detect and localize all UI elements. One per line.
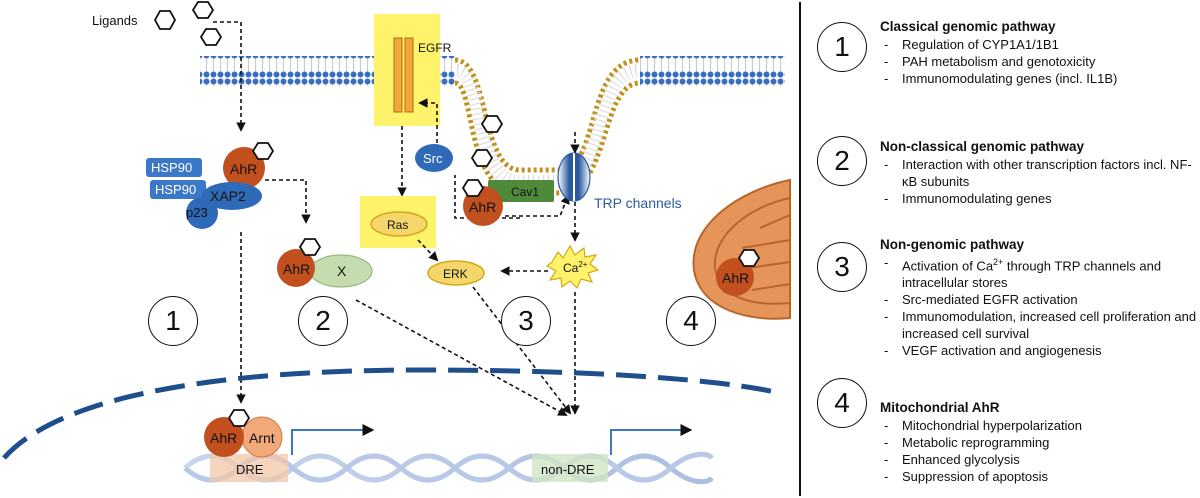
legend-item: Src-mediated EGFR activation [880, 291, 1198, 308]
calcium-label: Ca [563, 261, 579, 275]
legend-number-2: 2 [817, 136, 867, 186]
ahr-x-complex: AhR X [277, 238, 373, 288]
legend-section-3: Non-genomic pathway Activation of Ca2+ t… [880, 236, 1198, 359]
cav1-label: Cav1 [511, 185, 539, 199]
ligand-hexagon-icon [191, 1, 215, 19]
section-title: Non-genomic pathway [880, 237, 1025, 252]
section-title: Mitochondrial AhR [880, 400, 1000, 415]
calcium-burst: Ca2+ [500, 244, 600, 290]
ahr-complex-cytoplasm: HSP90 HSP90 AhR XAP2 p23 [146, 142, 275, 229]
pathway-number-4: 4 [666, 296, 716, 346]
legend-item: Mitochondrial hyperpolarization [880, 417, 1082, 434]
ligand-hexagon-icon [251, 142, 275, 160]
ligand-hexagon-icon [470, 149, 494, 167]
pathway-number-2: 2 [298, 296, 348, 346]
legend-section-1: Classical genomic pathway Regulation of … [880, 18, 1117, 87]
ligand-hexagon-icon [461, 179, 485, 197]
ahr-label: AhR [210, 430, 237, 446]
legend-item: Suppression of apoptosis [880, 468, 1082, 485]
kinase-cascade: Ras Src ERK [360, 98, 520, 286]
p23-label: p23 [186, 205, 208, 220]
arnt-label: Arnt [249, 430, 275, 446]
legend-item: Immunomodulating genes [880, 190, 1198, 207]
nuclear-envelope [2, 367, 776, 460]
mitochondrion: AhR [692, 178, 791, 320]
ligand-hexagon-icon [298, 238, 322, 256]
ligand-hexagon-icon [199, 28, 223, 46]
non-dre-label: non-DRE [541, 462, 595, 477]
pathway-number-1: 1 [148, 296, 198, 346]
ahr-label: AhR [469, 199, 496, 215]
erk-label: ERK [443, 267, 468, 281]
legend-section-4: Mitochondrial AhR Mitochondrial hyperpol… [880, 399, 1082, 485]
legend-section-2: Non-classical genomic pathway Interactio… [880, 138, 1198, 207]
legend-item: Metabolic reprogramming [880, 434, 1082, 451]
pathway-number-3: 3 [501, 296, 551, 346]
ligands: Ligands [92, 1, 246, 132]
trp-channel: TRP channels [557, 132, 682, 242]
egfr-label: EGFR [418, 41, 452, 55]
ahr-label: AhR [722, 270, 749, 286]
ras-label: Ras [387, 218, 408, 232]
legend-item: Enhanced glycolysis [880, 451, 1082, 468]
dna-strand: DRE non-DRE [183, 424, 714, 485]
section-title: Non-classical genomic pathway [880, 139, 1085, 154]
ligands-label: Ligands [92, 13, 138, 28]
ahr-label: AhR [283, 261, 310, 277]
hsp90-label: HSP90 [151, 160, 192, 175]
src-label: Src [423, 151, 443, 166]
xap2-label: XAP2 [210, 188, 246, 204]
legend-item: PAH metabolism and genotoxicity [880, 53, 1117, 70]
ahr-label: AhR [230, 161, 257, 177]
svg-text:Ca2+: Ca2+ [563, 260, 588, 275]
ahr-cav1-complex: Cav1 AhR [461, 115, 570, 226]
section-title: Classical genomic pathway [880, 19, 1056, 34]
dre-label: DRE [236, 462, 264, 477]
legend-item: VEGF activation and angiogenesis [880, 342, 1198, 359]
calcium-superscript: 2+ [578, 260, 587, 269]
ahr-arnt-complex: AhR Arnt [204, 409, 283, 458]
hsp90-label: HSP90 [155, 182, 196, 197]
legend-item: Activation of Ca2+ through TRP channels … [880, 254, 1198, 291]
trp-label: TRP channels [594, 195, 682, 211]
legend-item: Immunomodulation, increased cell prolife… [880, 308, 1198, 342]
ligand-hexagon-icon [737, 249, 761, 267]
legend-number-1: 1 [817, 22, 867, 72]
ligand-hexagon-icon [153, 10, 177, 30]
x-label: X [337, 263, 347, 279]
legend-item: Regulation of CYP1A1/1B1 [880, 36, 1117, 53]
legend-item: Interaction with other transcription fac… [880, 156, 1198, 190]
legend-number-4: 4 [817, 378, 867, 428]
ligand-hexagon-icon [480, 115, 504, 133]
legend-number-3: 3 [817, 242, 867, 292]
legend-item: Immunomodulating genes (incl. IL1B) [880, 70, 1117, 87]
egfr-receptor: EGFR [374, 14, 452, 126]
ligand-hexagon-icon [227, 409, 251, 427]
